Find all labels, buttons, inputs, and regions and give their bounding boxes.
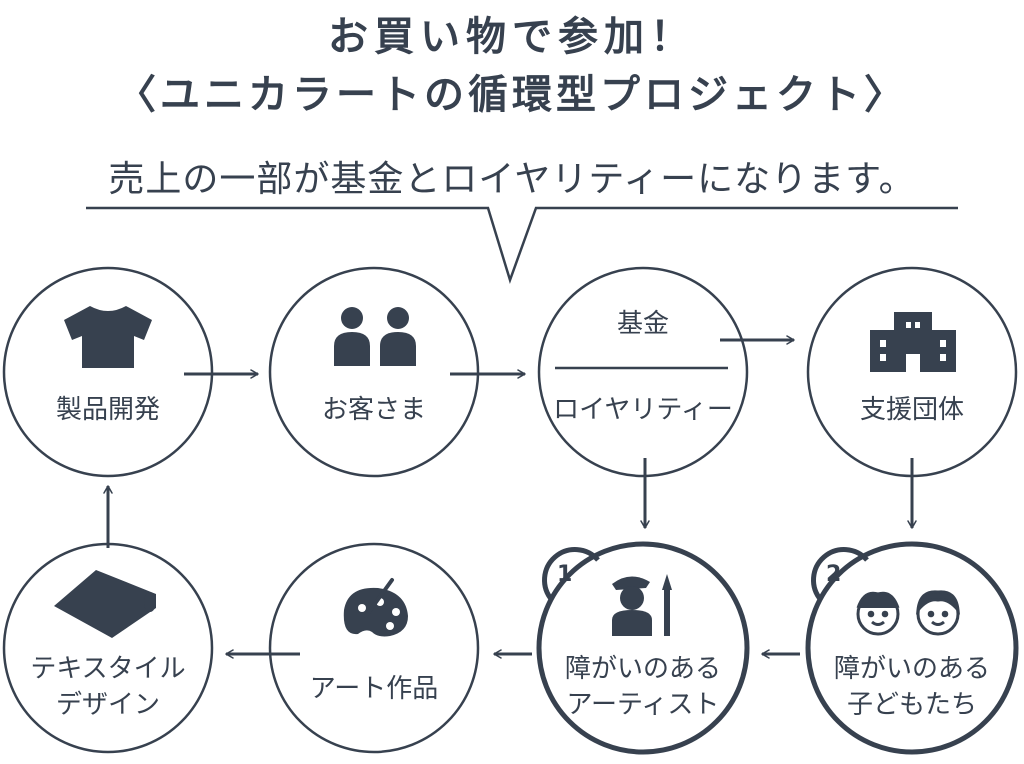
- tshirt-icon: [64, 306, 152, 368]
- title-line-1: お買い物で参加！: [328, 14, 696, 60]
- label-textile-line-2: デザイン: [55, 690, 160, 720]
- subtitle: 売上の一部が基金とロイヤリティーになります。: [108, 159, 916, 200]
- fabric-roll-icon: [54, 570, 156, 638]
- label-artists-line-1: 障がいのある: [564, 654, 721, 684]
- circle-customers: [268, 266, 480, 478]
- title-line-2: 〈ユニカラートの循環型プロジェクト〉: [116, 72, 908, 118]
- building-icon: [870, 312, 956, 372]
- circle-artists: [536, 541, 750, 755]
- label-artwork: アート作品: [309, 674, 439, 704]
- artists-number: 1: [557, 562, 573, 587]
- circle-children: [805, 541, 1019, 755]
- label-fund: 基金: [616, 309, 669, 339]
- label-royalty: ロイヤリティー: [553, 395, 733, 425]
- circle-fund-royalty: [537, 266, 749, 478]
- children-number: 2: [826, 562, 842, 587]
- label-textile-line-1: テキスタイル: [30, 654, 186, 684]
- palette-icon: [343, 578, 408, 637]
- speech-bubble-line: [86, 206, 958, 284]
- label-artists-line-2: アーティスト: [566, 690, 720, 720]
- children-faces-icon: [856, 590, 960, 636]
- circle-product-development: [2, 266, 214, 478]
- label-customers: お客さま: [321, 395, 426, 425]
- circle-artwork: [268, 542, 480, 754]
- people-icon: [334, 307, 416, 366]
- label-children-line-2: 子どもたち: [846, 690, 977, 720]
- label-product-development: 製品開発: [55, 395, 160, 425]
- artist-painter-icon: [612, 574, 672, 636]
- label-children-line-1: 障がいのある: [833, 654, 990, 684]
- label-support-organization: 支援団体: [859, 395, 964, 425]
